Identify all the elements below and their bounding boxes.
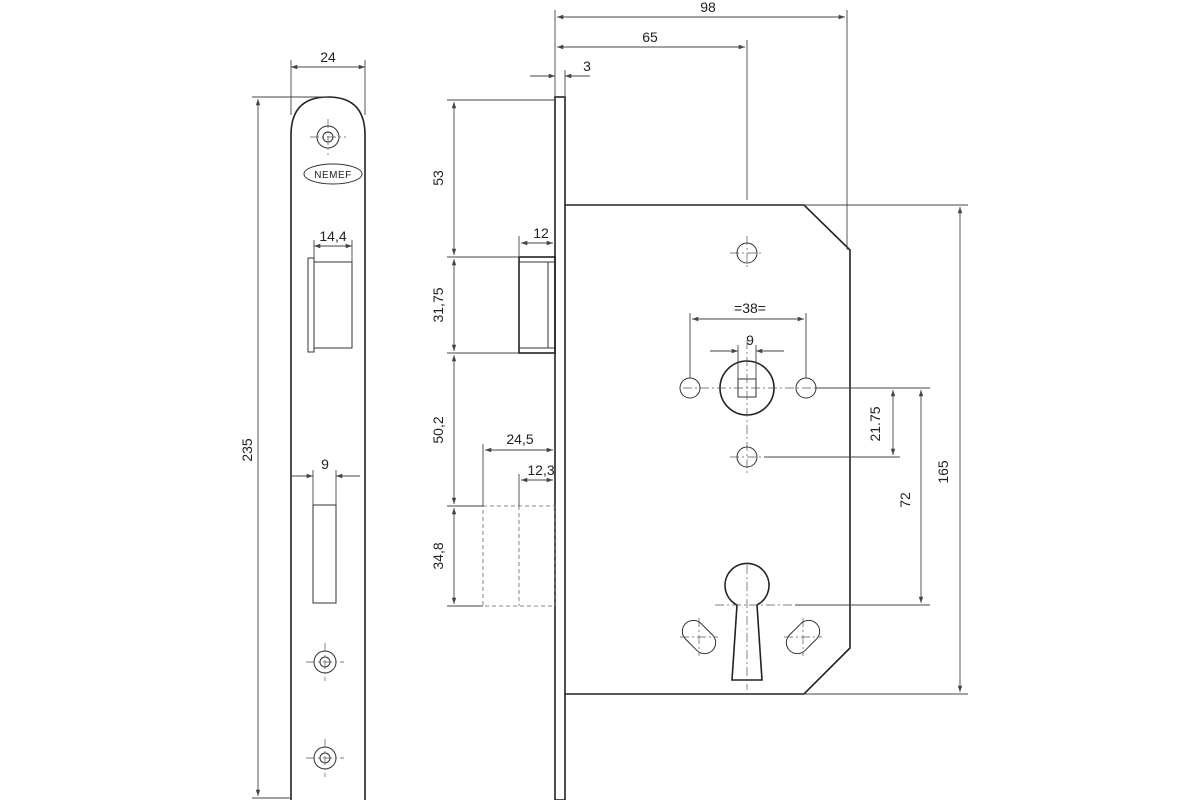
svg-text:3: 3 bbox=[583, 58, 591, 74]
spindle-offset-dimension: 21.75 bbox=[764, 387, 900, 458]
case-top-screw-hole bbox=[730, 236, 764, 270]
svg-text:50,2: 50,2 bbox=[430, 416, 446, 443]
hub-lower-screw-hole bbox=[730, 446, 764, 468]
svg-text:NEMEF: NEMEF bbox=[314, 170, 352, 181]
faceplate-outline bbox=[290, 96, 366, 800]
vertical-chain-dimensions: 53 31,75 50,2 34,8 bbox=[430, 99, 555, 607]
svg-text:31,75: 31,75 bbox=[430, 287, 446, 322]
front-plate bbox=[554, 96, 566, 800]
follower-hub bbox=[683, 340, 820, 475]
spindle-to-cylinder-dimension: 72 bbox=[795, 387, 930, 606]
latch-projection-dimension: 12 bbox=[518, 225, 553, 257]
faceplate-middle-screw-hole bbox=[306, 643, 344, 681]
cylinder-right-slot bbox=[784, 618, 822, 656]
cylinder-cutout bbox=[715, 562, 795, 690]
cylinder-left-slot bbox=[680, 618, 718, 656]
svg-text:53: 53 bbox=[430, 170, 446, 186]
svg-text:72: 72 bbox=[897, 492, 913, 508]
latch-bolt bbox=[518, 256, 556, 354]
svg-text:12,3: 12,3 bbox=[527, 462, 554, 478]
svg-text:=38=: =38= bbox=[734, 300, 766, 316]
latch-window-dimension: 14,4 bbox=[313, 228, 353, 262]
svg-text:24: 24 bbox=[320, 49, 336, 65]
svg-text:65: 65 bbox=[642, 29, 658, 45]
svg-text:165: 165 bbox=[935, 460, 951, 484]
faceplate-width-dimension: 24 bbox=[290, 49, 366, 115]
bolt-throw-dimension: 24,5 bbox=[482, 431, 553, 506]
svg-text:21.75: 21.75 bbox=[867, 406, 883, 441]
lock-side-view: 98 65 3 53 31,75 50,2 bbox=[430, 0, 968, 800]
svg-text:98: 98 bbox=[700, 0, 716, 15]
svg-text:14,4: 14,4 bbox=[319, 228, 346, 244]
svg-text:34,8: 34,8 bbox=[430, 542, 446, 569]
plate-thickness-dimension: 3 bbox=[530, 58, 591, 97]
svg-text:9: 9 bbox=[321, 456, 329, 472]
faceplate-height-dimension: 235 bbox=[239, 96, 328, 799]
svg-text:9: 9 bbox=[746, 332, 754, 348]
lock-case bbox=[565, 204, 851, 695]
svg-text:24,5: 24,5 bbox=[506, 431, 533, 447]
nemef-logo: NEMEF bbox=[303, 163, 363, 185]
overall-depth-dimension: 98 bbox=[554, 0, 848, 250]
case-height-dimension: 165 bbox=[804, 204, 968, 695]
latch-window bbox=[307, 257, 353, 353]
bolt-window bbox=[312, 504, 337, 604]
dead-bolt bbox=[482, 505, 556, 607]
faceplate-top-screw-hole bbox=[310, 119, 346, 155]
follower-spacing-dimension: =38= bbox=[689, 300, 807, 378]
bolt-inner-dimension: 12,3 bbox=[518, 462, 555, 506]
faceplate-bottom-screw-hole bbox=[306, 739, 344, 777]
bolt-window-dimension: 9 bbox=[290, 456, 360, 505]
faceplate-view: NEMEF 14,4 9 bbox=[239, 49, 366, 800]
follower-square-dimension: 9 bbox=[710, 332, 784, 379]
svg-text:235: 235 bbox=[239, 438, 255, 462]
svg-text:12: 12 bbox=[533, 225, 549, 241]
backset-dimension: 65 bbox=[557, 29, 748, 200]
